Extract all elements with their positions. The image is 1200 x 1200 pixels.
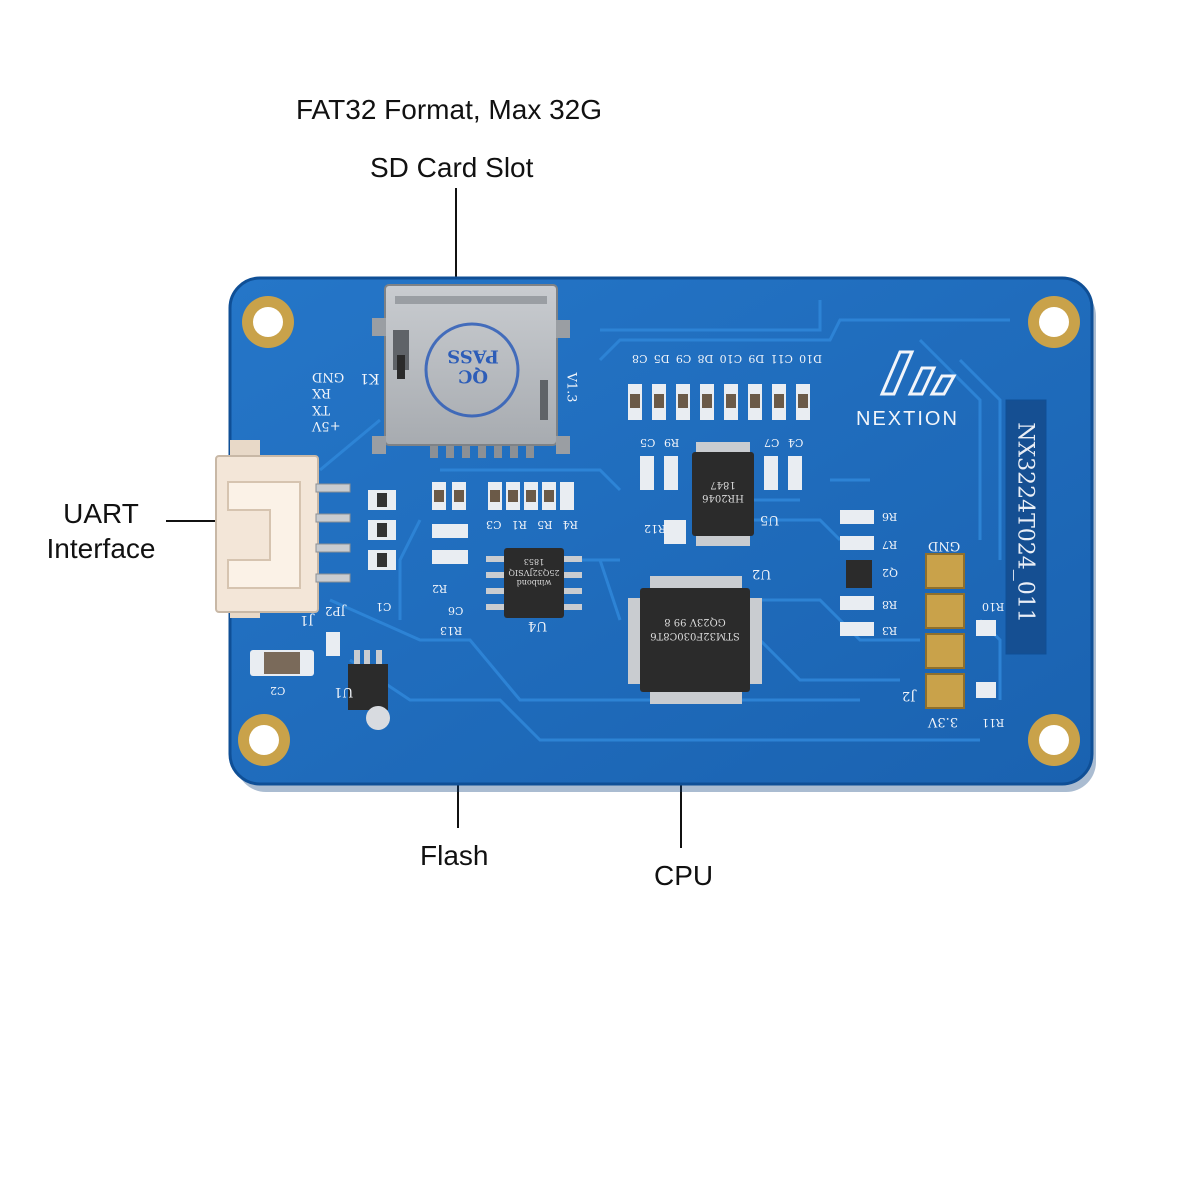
flash-part: 25Q32JVSIQ	[508, 567, 560, 577]
nextion-logo-icon	[879, 350, 957, 396]
cpu-code: GQ23V 99 8	[664, 616, 726, 627]
sd-slot-label: SD Card Slot	[370, 152, 534, 183]
ref-c7: C7	[764, 436, 780, 449]
flash-date: 1853	[523, 557, 545, 567]
ref-r10: R10	[982, 600, 1005, 613]
touch-ref-label: U5	[760, 512, 780, 527]
ref-r4: R4	[562, 518, 578, 531]
qc-stamp-line1: QC	[458, 365, 489, 387]
qc-stamp-line2: PASS	[447, 345, 499, 367]
touch-marking: HR2046 1847	[692, 478, 754, 504]
component-refs-top: D10 C11 D9 C10 D8 C9 D5 C8	[632, 352, 822, 365]
cpu-marking: STM32F030C8T6 GQ23V 99 8	[640, 614, 750, 642]
flash-marking: winbond 25Q32JVSIQ 1853	[504, 556, 564, 587]
ref-c9: C9	[675, 352, 692, 365]
pin-label-rx: RX	[312, 385, 332, 401]
cpu-leader-line	[680, 680, 682, 848]
flash-ref-label: U4	[528, 618, 548, 633]
flash-brand: winbond	[516, 578, 552, 588]
uart-leader-line	[166, 520, 222, 522]
ref-d9: D9	[748, 352, 765, 365]
ref-c10: C10	[719, 352, 743, 365]
pin-labels: +5V TX RX GND	[312, 368, 344, 433]
ref-c6: C6	[448, 604, 464, 617]
model-label: NX3224T024_011	[1012, 422, 1038, 623]
version-label: V1.3	[563, 372, 579, 403]
ref-r1: R1	[511, 518, 527, 531]
ref-c1: C1	[376, 600, 392, 613]
ref-d5: D5	[653, 352, 670, 365]
ref-c4: C4	[788, 436, 804, 449]
uart-label-line1: UART	[63, 498, 139, 529]
uart-interface-label: UART Interface	[40, 496, 162, 566]
connector-ref-label: J1	[300, 612, 314, 627]
flash-label: Flash	[420, 840, 489, 871]
ref-r3: R3	[882, 624, 898, 637]
ref-r8: R8	[882, 598, 898, 611]
component-refs-mid: R4 R5 R1 C3	[486, 518, 578, 531]
gnd-label: GND	[928, 538, 961, 553]
ref-c8: C8	[632, 352, 648, 365]
uart-connector	[215, 440, 351, 618]
touch-part: HR2046	[702, 492, 744, 503]
jumper-ref-label: JP2	[325, 604, 346, 618]
touch-date: 1847	[710, 479, 736, 490]
regulator-ref-label: U1	[334, 684, 354, 699]
flash-leader-line	[457, 630, 459, 828]
ref-q2: Q2	[882, 566, 899, 579]
ref-r9: R9	[664, 436, 680, 449]
pin-label-gnd: GND	[312, 369, 345, 385]
cpu-part: STM32F030C8T6	[650, 630, 740, 641]
smd-components-left	[250, 490, 396, 676]
j2-ref-label: J2	[902, 688, 916, 703]
ref-r11: R11	[982, 716, 1005, 729]
ref-c11: C11	[770, 352, 793, 365]
brand-label: NEXTION	[856, 408, 959, 430]
ref-c5: C5	[640, 436, 656, 449]
sd-format-label: FAT32 Format, Max 32G	[296, 94, 603, 125]
voltage-regulator	[348, 650, 390, 730]
transistor-q2	[846, 560, 872, 588]
pcb-traces	[319, 300, 1010, 742]
cpu-label: CPU	[654, 860, 714, 891]
ref-r6: R6	[882, 510, 898, 523]
ref-r7: R7	[882, 538, 898, 551]
sd-slot-leader-line	[455, 188, 457, 300]
ref-r12: R12	[644, 522, 667, 535]
smd-components-center	[432, 384, 996, 698]
ref-r13: R13	[440, 624, 463, 637]
ref-d10: D10	[799, 352, 822, 365]
ref-d8: D8	[697, 352, 714, 365]
sd-ref-label: K1	[360, 370, 380, 386]
pin-label-5v: +5V	[312, 418, 341, 433]
ref-c3: C3	[486, 518, 502, 531]
ref-c2: C2	[270, 684, 286, 697]
cpu-ref-label: U2	[752, 566, 772, 581]
pin-label-tx: TX	[312, 401, 330, 417]
v33-label: 3.3V	[928, 714, 959, 729]
j2-pads	[925, 553, 965, 709]
uart-label-line2: Interface	[46, 533, 156, 564]
ref-r2: R2	[432, 582, 448, 595]
ref-r5: R5	[537, 518, 553, 531]
qc-stamp-text: QC PASS	[438, 345, 508, 387]
